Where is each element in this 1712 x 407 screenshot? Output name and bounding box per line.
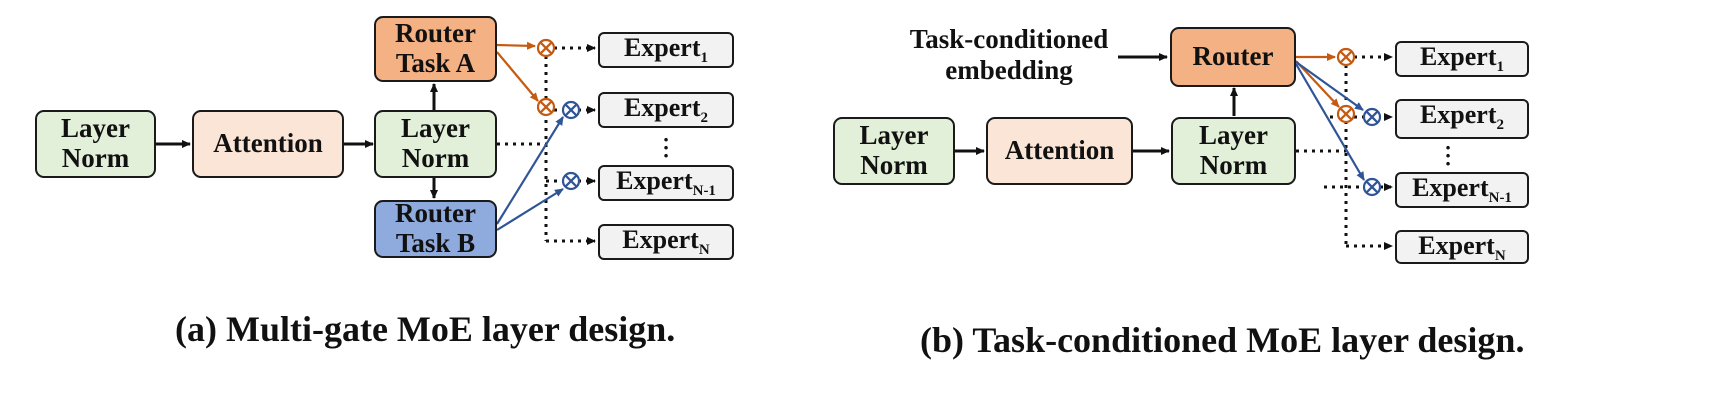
expert-subscript: N-1 (692, 183, 716, 199)
box-label-line: Layer (859, 120, 929, 151)
box-label-line: Norm (1199, 150, 1268, 180)
expert-label: Expert (1412, 173, 1489, 202)
box-label-line: Task B (395, 228, 476, 258)
gate-multiply-icon (1362, 107, 1382, 127)
expert-subscript: 1 (1496, 59, 1505, 75)
box-label-line: Norm (860, 150, 928, 180)
expert-label: Expert (1419, 42, 1497, 71)
expert-label: Expert (616, 166, 693, 195)
router-task-a: Router Task A (374, 16, 497, 82)
expert-label: Expert (1418, 231, 1495, 260)
expert-subscript: N (698, 242, 710, 258)
gate-multiply-icon (1362, 177, 1382, 197)
box-label-line: Norm (401, 143, 470, 173)
layer-norm-input-a: Layer Norm (35, 110, 156, 178)
gate-multiply-icon (561, 100, 581, 120)
box-label-line: Layer (1199, 120, 1268, 151)
gate-multiply-icon (1336, 104, 1356, 124)
box-label-line: Router (1192, 41, 1274, 72)
layer-norm-output-a: Layer Norm (374, 110, 497, 178)
ellipsis-vertical: ··· (1444, 135, 1452, 176)
box-label-line: Attention (1004, 135, 1115, 166)
router-to-gate-2b-b (1295, 61, 1364, 111)
caption-a: (a) Multi-gate MoE layer design. (175, 309, 676, 349)
box-label-line: Task A (395, 48, 476, 78)
box-label-line: Layer (61, 113, 130, 144)
router-task-b: Router Task B (374, 198, 497, 258)
router-b-to-gate-2 (496, 116, 564, 225)
router-to-gate-n-1-b (1295, 63, 1365, 181)
expert-subscript: 2 (1496, 117, 1505, 133)
task-conditioned-embedding-label: Task-conditioned embedding (900, 24, 1118, 86)
box-label-line: Router (395, 198, 476, 229)
panel-b-connectors (955, 47, 1393, 250)
router-to-gate-2a-b (1295, 60, 1340, 108)
box-label-line: Attention (213, 128, 323, 159)
box-label-line: Norm (61, 143, 130, 173)
expert-label: Expert (1419, 100, 1497, 129)
caption-b: (b) Task-conditioned MoE layer design. (920, 320, 1525, 360)
text-line: embedding (945, 55, 1073, 86)
expert-subscript: 1 (700, 50, 709, 66)
expert-label: Expert (623, 33, 701, 62)
attention-block-b: Attention (986, 117, 1133, 185)
expert-label: Expert (622, 225, 699, 254)
router-a-to-gate-1 (496, 41, 536, 50)
gate-multiply-icon (561, 171, 581, 191)
box-label-line: Router (395, 18, 476, 49)
panel-a-connectors (156, 38, 596, 245)
ellipsis-vertical: ··· (662, 127, 670, 168)
router-b-to-gate-n-1 (496, 188, 564, 231)
layer-norm-input-b: Layer Norm (833, 117, 955, 185)
expert-label: Expert (623, 93, 701, 122)
attention-block-a: Attention (192, 110, 344, 178)
gate-multiply-icon (536, 38, 556, 58)
expert-subscript: N-1 (1488, 190, 1512, 206)
expert-subscript: N (1494, 248, 1506, 264)
router-b: Router (1170, 27, 1296, 87)
box-label-line: Layer (401, 113, 470, 144)
gate-multiply-icon (1336, 47, 1356, 67)
expert-subscript: 2 (700, 110, 709, 126)
router-a-to-gate-2 (496, 51, 539, 102)
layer-norm-output-b: Layer Norm (1171, 117, 1296, 185)
text-line: Task-conditioned (909, 24, 1109, 54)
gate-multiply-icon (536, 97, 556, 117)
